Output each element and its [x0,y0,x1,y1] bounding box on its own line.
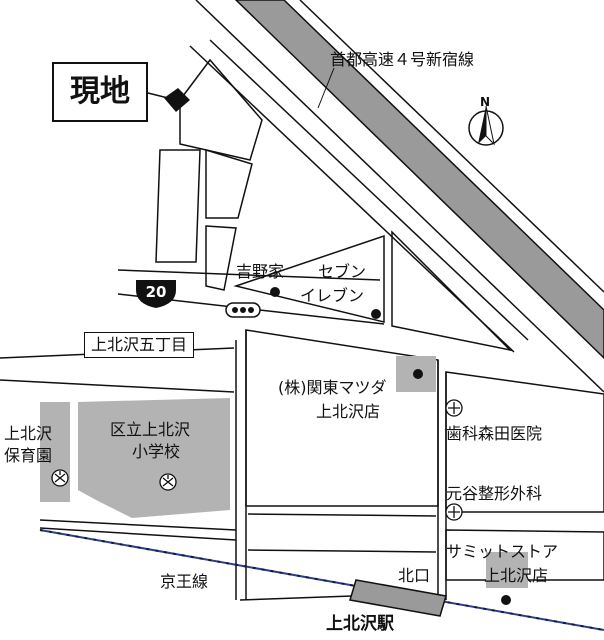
seven-eleven-dot [371,309,381,319]
traffic-signal-icon [225,302,261,318]
railway-label: 京王線 [160,572,209,591]
summit-label-2: 上北沢店 [484,566,549,585]
station-label: 上北沢駅 [326,614,394,634]
yoshinoya-label: 吉野家 [236,262,285,281]
clinic-label: 元谷整形外科 [446,484,543,503]
north-label: N [480,95,491,109]
yoshinoya-dot [270,287,280,297]
route-number: 20 [145,283,167,301]
school-icons [51,469,177,491]
nursery-label-2: 保育園 [4,446,53,465]
north-arrow-icon [468,105,504,146]
north-exit-label: 北口 [398,566,431,585]
summit-dot [501,595,511,605]
seven-eleven-label-1: セブン [318,262,367,281]
area-name-box: 上北沢五丁目 [84,332,195,358]
road-network [0,39,604,601]
kanto-mazda-dot [413,369,423,379]
expressway-label: 首都高速４号新宿線 [330,50,475,69]
school-label-2: 小学校 [132,442,181,461]
current-location-label: 現地 [52,62,148,122]
seven-eleven-label-2: イレブン [300,286,365,305]
mazda-label-1: (株)関東マツダ [278,378,387,397]
summit-label-1: サミットストア [446,542,559,561]
school-label-1: 区立上北沢 [110,420,191,439]
current-location-marker [164,88,190,112]
facility-blocks [40,356,528,588]
mazda-label-2: 上北沢店 [316,402,381,421]
clinic-icons [445,399,463,521]
station-shape [349,579,447,617]
dental-label: 歯科森田医院 [446,424,543,443]
nursery-label-1: 上北沢 [4,424,53,443]
route-20-shield [136,280,176,308]
keio-railway [39,529,604,631]
expressway-shape [195,0,604,393]
